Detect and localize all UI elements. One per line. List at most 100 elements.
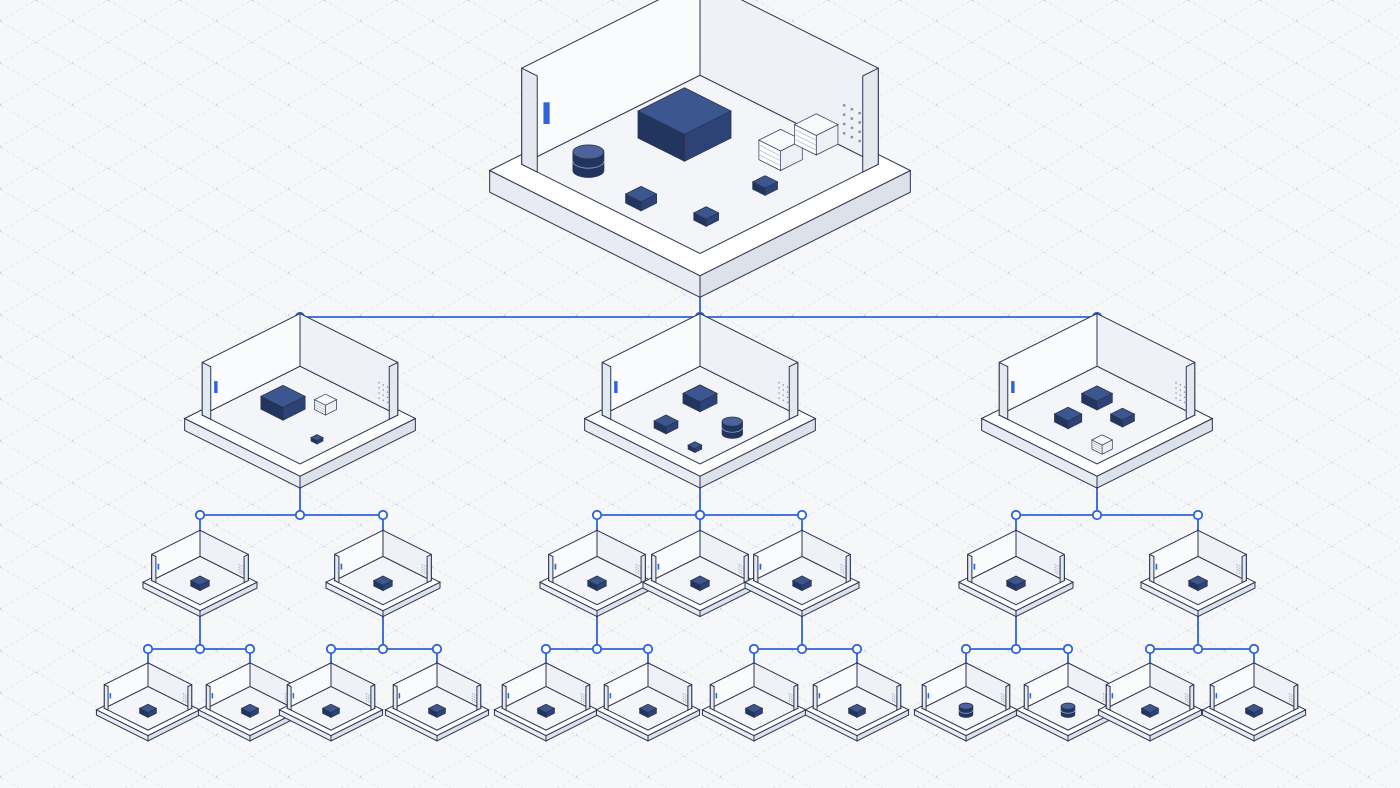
room-walls [1148, 529, 1248, 606]
equipment [321, 703, 341, 719]
database-cylinder-icon [958, 702, 974, 718]
connector-node-dot [591, 643, 603, 655]
mid-node-mid-3[interactable] [538, 529, 656, 618]
connector-node-dot [960, 643, 972, 655]
connector-node-dot [244, 643, 256, 655]
connector-node-dot [194, 509, 206, 521]
connector-node-dot [294, 509, 306, 521]
connector-node-dot [1010, 643, 1022, 655]
root-node-root[interactable] [488, 0, 912, 299]
server-cube-icon [624, 185, 658, 212]
door-accent [759, 563, 762, 570]
leaf-node-leaf-9[interactable] [913, 662, 1019, 742]
server-cube-icon [638, 703, 658, 719]
door-accent [1011, 381, 1015, 393]
server-cube-icon [791, 575, 813, 592]
door-accent [507, 693, 510, 699]
door-accent [292, 693, 295, 699]
door-accent [657, 563, 660, 570]
connector-node-dot [1091, 509, 1103, 521]
connector-node-dot [1010, 509, 1022, 521]
door-accent [340, 563, 343, 570]
connector-node-dot [851, 643, 863, 655]
connector-node-dot [796, 509, 808, 521]
equipment [572, 87, 839, 227]
door-accent [554, 563, 557, 570]
equipment [847, 703, 867, 719]
leaf-node-leaf-10[interactable] [1015, 662, 1121, 742]
connector-node-dot [1144, 643, 1156, 655]
door-accent [1155, 563, 1158, 570]
door-accent [1215, 693, 1218, 699]
equipment [1005, 575, 1027, 592]
leaf-node-leaf-11[interactable] [1097, 662, 1203, 742]
server-cube-icon [427, 703, 447, 719]
door-accent [543, 102, 550, 124]
region-node-region-center[interactable] [583, 312, 817, 489]
equipment [240, 703, 260, 719]
connector-node-dot [377, 643, 389, 655]
server-cube-icon [1187, 575, 1209, 592]
region-node-region-left[interactable] [183, 312, 417, 489]
leaf-node-leaf-5[interactable] [493, 662, 599, 742]
door-accent [715, 693, 718, 699]
rack-icon [1091, 434, 1114, 455]
door-accent [1111, 693, 1114, 699]
connector-node-dot [694, 509, 706, 521]
mid-node-mid-1[interactable] [141, 529, 259, 618]
leaf-node-leaf-12[interactable] [1201, 662, 1307, 742]
server-cube-icon [847, 703, 867, 719]
equipment [1060, 702, 1076, 718]
leaf-node-leaf-6[interactable] [595, 662, 701, 742]
database-cylinder-icon [572, 144, 605, 178]
server-cube-icon [692, 206, 720, 227]
equipment [189, 575, 211, 592]
door-accent [1029, 693, 1032, 699]
door-accent [157, 563, 160, 570]
server-cube-icon [138, 703, 158, 719]
leaf-node-leaf-7[interactable] [701, 662, 807, 742]
equipment [1053, 385, 1136, 455]
connector-node-dot [748, 643, 760, 655]
door-accent [614, 381, 618, 393]
rack-icon [793, 113, 839, 156]
equipment [653, 384, 743, 454]
mid-node-mid-4[interactable] [641, 529, 759, 618]
server-cube-icon [682, 384, 718, 413]
server-cube-icon [1080, 385, 1114, 411]
equipment [586, 575, 608, 592]
database-cylinder-icon [1060, 702, 1076, 718]
mid-node-mid-7[interactable] [1139, 529, 1257, 618]
mid-node-mid-2[interactable] [324, 529, 442, 618]
connector-node-dot [377, 509, 389, 521]
mid-node-mid-5[interactable] [743, 529, 861, 618]
equipment [427, 703, 447, 719]
server-cube-icon [744, 703, 764, 719]
region-node-region-right[interactable] [980, 312, 1214, 489]
equipment [744, 703, 764, 719]
node-layer [95, 0, 1307, 742]
leaf-node-leaf-8[interactable] [804, 662, 910, 742]
connector-node-dot [796, 643, 808, 655]
leaf-node-leaf-3[interactable] [278, 662, 384, 742]
door-accent [214, 381, 218, 393]
door-accent [109, 693, 112, 699]
equipment [638, 703, 658, 719]
connector-node-dot [142, 643, 154, 655]
leaf-node-leaf-4[interactable] [384, 662, 490, 742]
equipment [689, 575, 711, 592]
database-cylinder-icon [721, 416, 743, 439]
server-cube-icon [372, 575, 394, 592]
room-walls [601, 312, 799, 465]
server-cube-icon [189, 575, 211, 592]
server-cube-icon [240, 703, 260, 719]
door-accent [818, 693, 821, 699]
room-walls [998, 312, 1196, 465]
connector-node-dot [194, 643, 206, 655]
mid-node-mid-6[interactable] [957, 529, 1075, 618]
main-server-icon [637, 87, 732, 162]
connector-node-dot [431, 643, 443, 655]
equipment [1244, 703, 1264, 719]
connector-node-dot [1248, 643, 1260, 655]
